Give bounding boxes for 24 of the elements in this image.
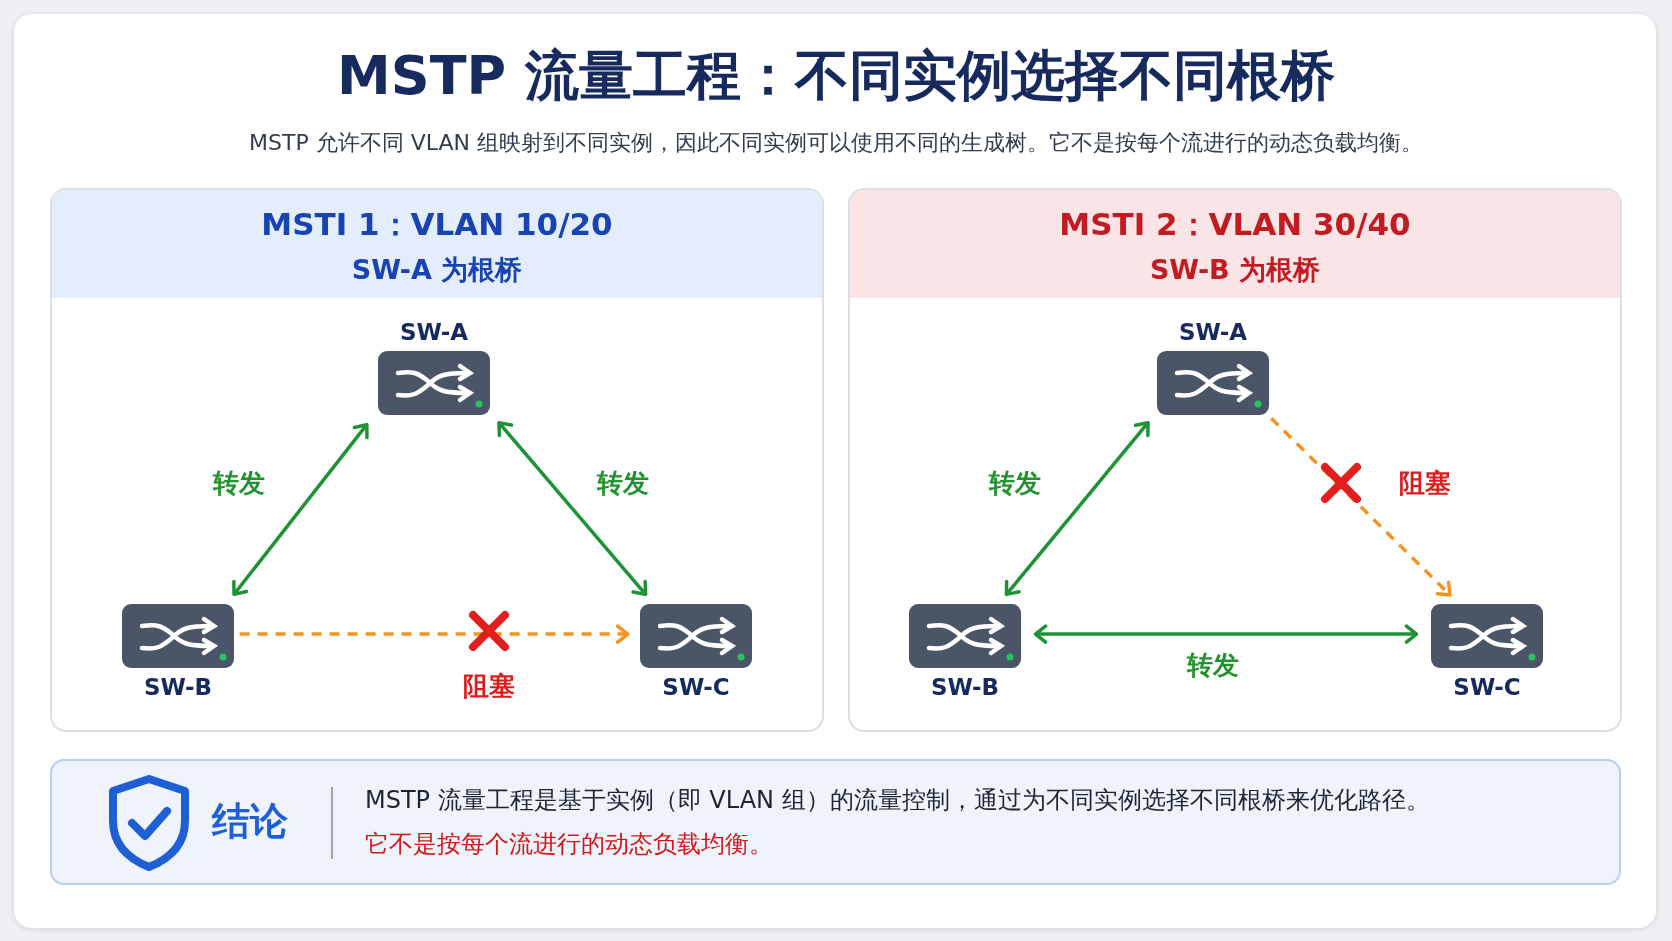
panel-subtitle: SW-B 为根桥 bbox=[1148, 253, 1322, 287]
conclusion-card bbox=[50, 759, 1621, 885]
conclusion-heading: 结论 bbox=[212, 799, 288, 843]
switch-label: SW-A bbox=[399, 318, 469, 347]
switch-label: SW-B bbox=[931, 673, 999, 702]
forwarding-link-arrow bbox=[1033, 624, 1419, 644]
panel-title: MSTI 1：VLAN 10/20 bbox=[260, 205, 614, 244]
panel-card bbox=[848, 188, 1622, 732]
switch-label: SW-C bbox=[662, 673, 730, 702]
forwarding-link-arrow bbox=[497, 420, 648, 597]
switch-label: SW-C bbox=[1453, 673, 1521, 702]
forwarding-link-arrow bbox=[1004, 420, 1150, 597]
forwarding-link-arrow bbox=[232, 422, 369, 597]
title: MSTP 流量工程：不同实例选择不同根桥 bbox=[336, 43, 1336, 109]
panel-card bbox=[50, 188, 824, 732]
conclusion-text: MSTP 流量工程是基于实例（即 VLAN 组）的流量控制，通过为不同实例选择不同根桥来优化路径。 bbox=[365, 785, 1430, 816]
blocked-link-arrow bbox=[239, 624, 630, 644]
subtitle: MSTP 允许不同 VLAN 组映射到不同实例，因此不同实例可以使用不同的生成树。它不是按每个流进行的动态负载均衡。 bbox=[248, 129, 1424, 157]
conclusion-text: 它不是按每个流进行的动态负载均衡。 bbox=[365, 829, 773, 860]
switch-label: SW-B bbox=[144, 673, 212, 702]
panel-subtitle: SW-A 为根桥 bbox=[350, 253, 524, 287]
switch-label: SW-A bbox=[1178, 318, 1248, 347]
panel-title: MSTI 2：VLAN 30/40 bbox=[1058, 205, 1412, 244]
blocked-link-arrow bbox=[1270, 416, 1452, 597]
